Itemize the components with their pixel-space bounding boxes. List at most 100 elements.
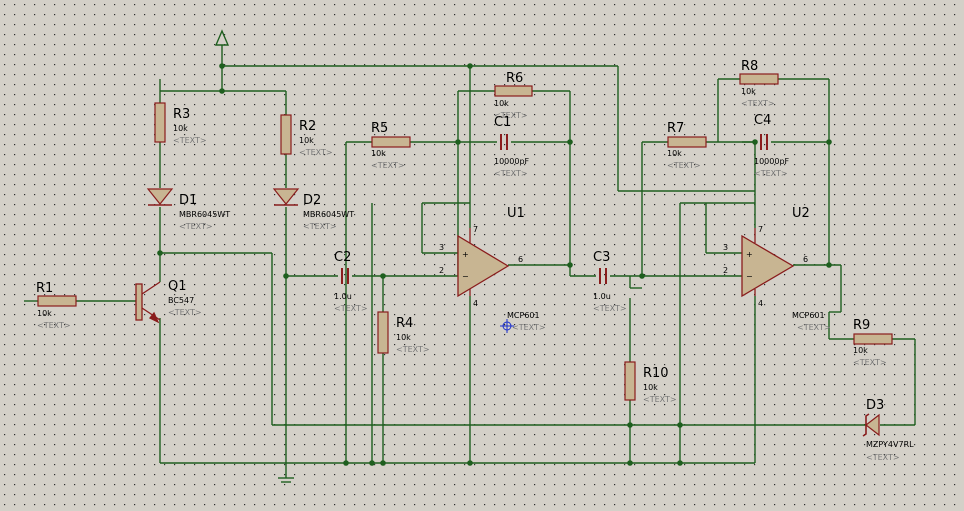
power-terminal-icon[interactable] <box>214 29 230 46</box>
d2-value: MBR6045WT <box>303 210 354 219</box>
r10-value: 10k <box>643 383 658 392</box>
q1-ref: Q1 <box>168 279 187 294</box>
junction-dot <box>343 460 349 466</box>
junction-dot <box>467 63 473 69</box>
d1-value: MBR6045WT <box>179 210 230 219</box>
u2-text: <TEXT> <box>797 323 831 332</box>
junctions <box>157 63 832 466</box>
r9-ref: R9 <box>853 318 870 333</box>
q1-text: <TEXT> <box>168 308 202 317</box>
r10-text: <TEXT> <box>643 395 677 404</box>
u2-plus-sign: + <box>746 250 753 259</box>
resistor-r5[interactable] <box>371 136 411 148</box>
r9-text: <TEXT> <box>853 358 887 367</box>
resistor-r9[interactable] <box>853 333 893 345</box>
c2-ref: C2 <box>334 250 351 265</box>
u1-ref: U1 <box>507 206 525 221</box>
r7-ref: R7 <box>667 121 684 136</box>
d1-text: <TEXT> <box>179 222 213 231</box>
r5-value: 10k <box>371 149 386 158</box>
junction-dot <box>826 262 832 268</box>
junction-dot <box>369 460 375 466</box>
r1-ref: R1 <box>36 281 53 296</box>
junction-dot <box>380 460 386 466</box>
junction-dot <box>826 139 832 145</box>
r9-value: 10k <box>853 346 868 355</box>
r3-value: 10k <box>173 124 188 133</box>
junction-dot <box>677 460 683 466</box>
r6-text: <TEXT> <box>494 111 528 120</box>
resistor-r4[interactable] <box>377 311 389 354</box>
u2-pin-6: 6 <box>803 255 808 264</box>
r1-value: 10k <box>37 309 52 318</box>
capacitor-c3[interactable] <box>599 268 607 284</box>
u2-value: MCP601 <box>792 311 825 320</box>
d3-text: <TEXT> <box>866 453 900 462</box>
resistor-r2[interactable] <box>280 114 292 155</box>
r6-value: 10k <box>494 99 509 108</box>
q1-value: BC547 <box>168 296 194 305</box>
junction-dot <box>627 460 633 466</box>
capacitor-c1[interactable] <box>500 134 508 150</box>
resistor-r10[interactable] <box>624 361 636 401</box>
crosshair-cursor-icon <box>500 319 514 333</box>
junction-dot <box>467 460 473 466</box>
r5-ref: R5 <box>371 121 388 136</box>
r3-ref: R3 <box>173 107 190 122</box>
u2-pin-7: 7 <box>758 225 763 234</box>
resistor-r6[interactable] <box>494 85 533 97</box>
resistor-r8[interactable] <box>739 73 779 85</box>
c2-text: <TEXT> <box>334 304 368 313</box>
c4-text: <TEXT> <box>754 169 788 178</box>
c2-value: 1.0u <box>334 292 352 301</box>
u1-pin-2: 2 <box>439 266 444 275</box>
resistor-r3[interactable] <box>154 102 166 143</box>
c1-text: <TEXT> <box>494 169 528 178</box>
u2-pin-3: 3 <box>723 243 728 252</box>
c3-value: 1.0u <box>593 292 611 301</box>
junction-dot <box>627 422 633 428</box>
r3-text: <TEXT> <box>173 136 207 145</box>
capacitor-c2[interactable] <box>341 268 349 284</box>
c1-ref: C1 <box>494 115 511 130</box>
u1-plus-sign: + <box>462 250 469 259</box>
c3-ref: C3 <box>593 250 610 265</box>
r2-text: <TEXT> <box>299 148 333 157</box>
d3-ref: D3 <box>866 398 884 413</box>
junction-dot <box>157 250 163 256</box>
d1-ref: D1 <box>179 193 197 208</box>
opamp-u1[interactable] <box>457 228 510 298</box>
d2-text: <TEXT> <box>303 222 337 231</box>
r8-value: 10k <box>741 87 756 96</box>
r1-text: <TEXT> <box>37 321 71 330</box>
u2-ref: U2 <box>792 206 810 221</box>
transistor-q1[interactable] <box>135 281 161 324</box>
wires <box>24 45 916 478</box>
zener-diode-d3[interactable] <box>862 413 880 437</box>
junction-dot <box>283 273 289 279</box>
r6-ref: R6 <box>506 71 523 86</box>
u1-pin-6: 6 <box>518 255 523 264</box>
junction-dot <box>677 422 683 428</box>
resistor-r7[interactable] <box>667 136 707 148</box>
ground-symbol[interactable] <box>278 477 294 483</box>
r2-value: 10k <box>299 136 314 145</box>
u1-pin-4: 4 <box>473 299 478 308</box>
u2-minus-sign: − <box>746 272 753 281</box>
r4-value: 10k <box>396 333 411 342</box>
c4-value: 10000pF <box>754 157 790 166</box>
d2-ref: D2 <box>303 193 321 208</box>
r2-ref: R2 <box>299 119 316 134</box>
labels: R1 10k <TEXT> R3 10k <TEXT> R2 10k <TEXT… <box>36 59 914 462</box>
r4-text: <TEXT> <box>396 345 430 354</box>
r8-text: <TEXT> <box>741 99 775 108</box>
u1-minus-sign: − <box>462 272 469 281</box>
u1-pin-7: 7 <box>473 225 478 234</box>
diode-d2[interactable] <box>272 188 300 206</box>
capacitor-c4[interactable] <box>760 134 768 150</box>
opamp-u2[interactable] <box>741 228 795 298</box>
diode-d1[interactable] <box>146 188 174 206</box>
resistor-r1[interactable] <box>37 295 77 307</box>
d3-value: MZPY4V7RL <box>866 440 914 449</box>
r4-ref: R4 <box>396 316 413 331</box>
